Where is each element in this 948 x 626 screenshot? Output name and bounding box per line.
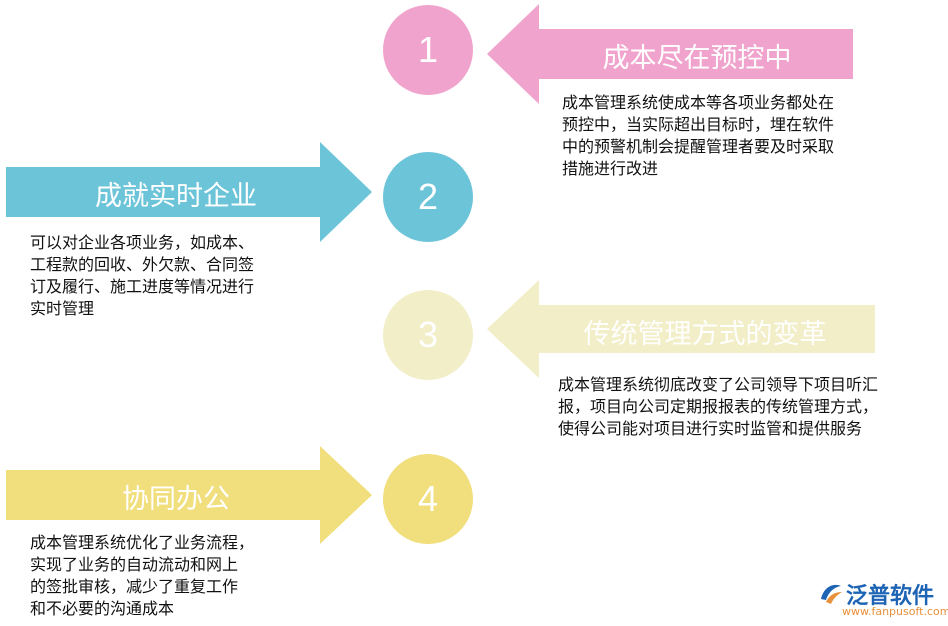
step-3-number: 3 [417, 314, 439, 355]
step-4-line: 和不必要的沟通成本 [30, 599, 175, 618]
step-4-circle: 4 [383, 454, 473, 544]
brand-logo: 泛普软件 www.fanpusoft.com [818, 578, 948, 618]
step-4-line: 实现了业务的自动流动和网上 [30, 555, 239, 574]
step-3-title: 传统管理方式的变革 [583, 319, 827, 350]
step-2-circle: 2 [383, 152, 473, 242]
step-1-description: 成本管理系统使成本等各项业务都处在 预控中，当实际超出目标时，埋在软件 中的预警… [562, 92, 834, 180]
step-3-line: 成本管理系统彻底改变了公司领导下项目听汇 [558, 375, 879, 394]
step-2-arrow: 成就实时企业 [6, 142, 372, 242]
step-2-line: 订及履行、施工进度等情况进行 [30, 277, 255, 296]
step-2-line: 工程款的回收、外欠款、合同签 [30, 255, 255, 274]
step-4-title: 协同办公 [122, 484, 230, 515]
step-4-line: 成本管理系统优化了业务流程， [30, 533, 255, 552]
step-4-description: 成本管理系统优化了业务流程， 实现了业务的自动流动和网上 的签批审核，减少了重复… [30, 532, 254, 620]
step-1-line: 成本管理系统使成本等各项业务都处在 [562, 93, 835, 112]
step-3-arrow: 传统管理方式的变革 [487, 280, 875, 378]
right-arrow-icon [6, 142, 372, 242]
step-2-number: 2 [417, 176, 439, 217]
step-1-line: 预控中，当实际超出目标时，埋在软件 [562, 115, 835, 134]
right-arrow-icon [6, 446, 372, 544]
step-4-line: 的签批审核，减少了重复工作 [30, 577, 239, 596]
step-4-number: 4 [417, 478, 439, 519]
left-arrow-icon [487, 280, 875, 378]
step-3-circle: 3 [383, 290, 473, 380]
step-4-arrow: 协同办公 [6, 446, 372, 544]
fanpu-logo-icon [821, 584, 842, 604]
step-1-line: 措施进行改进 [562, 159, 659, 178]
step-3-line: 报，项目向公司定期报报表的传统管理方式， [558, 397, 879, 416]
step-3-description: 成本管理系统彻底改变了公司领导下项目听汇 报，项目向公司定期报报表的传统管理方式… [558, 374, 878, 440]
step-1-circle: 1 [383, 5, 473, 95]
step-2-description: 可以对企业各项业务，如成本、 工程款的回收、外欠款、合同签 订及履行、施工进度等… [30, 232, 254, 320]
step-1-number: 1 [417, 29, 439, 70]
step-1-line: 中的预警机制会提醒管理者要及时采取 [562, 137, 835, 156]
step-2-title: 成就实时企业 [95, 181, 257, 212]
step-1-arrow: 成本尽在预控中 [487, 4, 853, 104]
step-3-line: 使得公司能对项目进行实时监管和提供服务 [558, 419, 863, 438]
step-2-line: 实时管理 [30, 299, 95, 318]
left-arrow-icon [487, 4, 853, 104]
logo-name: 泛普软件 [846, 584, 935, 609]
logo-url: www.fanpusoft.com [842, 605, 948, 618]
step-1-title: 成本尽在预控中 [602, 43, 792, 74]
step-2-line: 可以对企业各项业务，如成本、 [30, 233, 255, 252]
